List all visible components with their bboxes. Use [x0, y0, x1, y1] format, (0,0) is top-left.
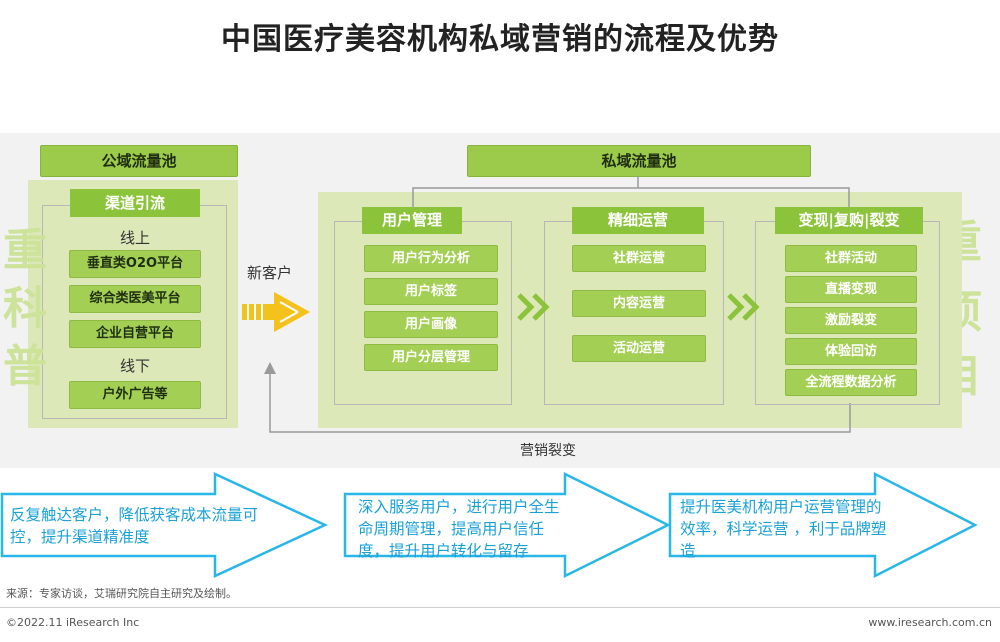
gold-arrow-icon — [242, 292, 310, 332]
new-customer-label: 新客户 — [247, 264, 293, 282]
offline-label: 线下 — [119, 357, 150, 375]
item-experience-revisit: 体验回访 — [785, 338, 917, 365]
item-event-operation: 活动运营 — [572, 335, 706, 362]
copyright: ©2022.11 iResearch Inc — [6, 616, 140, 629]
double-chevron-icon — [727, 293, 760, 321]
side-left-char-3: 普 — [3, 341, 47, 392]
item-full-process-analytics: 全流程数据分析 — [785, 369, 917, 396]
item-community-activity: 社群活动 — [785, 245, 917, 272]
online-label: 线上 — [119, 229, 150, 247]
item-user-tags: 用户标签 — [364, 278, 498, 305]
online-item-self-platform: 企业自营平台 — [69, 320, 201, 348]
side-left-char-2: 科 — [3, 283, 47, 334]
benefit-text-1: 反复触达客户，降低获客成本流量可控，提升渠道精准度 — [10, 506, 259, 546]
item-content-operation: 内容运营 — [572, 290, 706, 317]
channel-header: 渠道引流 — [70, 189, 200, 217]
user-management-header: 用户管理 — [362, 207, 462, 234]
item-user-profile: 用户画像 — [364, 311, 498, 338]
double-chevron-icon — [517, 293, 550, 321]
website-link[interactable]: www.iresearch.com.cn — [868, 616, 992, 629]
side-left-char-1: 重 — [3, 225, 47, 276]
benefit-text-2: 深入服务用户，进行用户全生命周期管理，提高用户信任度，提升用户转化与留存 — [358, 498, 560, 560]
footer-divider — [0, 607, 1000, 608]
feedback-label: 营销裂变 — [520, 443, 576, 459]
item-user-behavior-analysis: 用户行为分析 — [364, 245, 498, 272]
item-community-operation: 社群运营 — [572, 245, 706, 272]
source-note: 来源：专家访谈，艾瑞研究院自主研究及绘制。 — [6, 587, 237, 600]
online-item-o2o: 垂直类O2O平台 — [69, 250, 201, 278]
item-incentive-fission: 激励裂变 — [785, 307, 917, 334]
fine-operation-header: 精细运营 — [572, 207, 704, 234]
online-item-aesthetic-platform: 综合类医美平台 — [69, 285, 201, 313]
private-pool-header: 私域流量池 — [467, 145, 811, 177]
offline-item-outdoor-ads: 户外广告等 — [69, 381, 201, 409]
benefit-arrows — [0, 471, 978, 579]
page-title: 中国医疗美容机构私域营销的流程及优势 — [221, 22, 779, 57]
monetization-header: 变现|复购|裂变 — [775, 207, 923, 234]
public-pool-header: 公域流量池 — [40, 145, 238, 177]
benefit-text-3: 提升医美机构用户运营管理的效率，科学运营 ，利于品牌塑造 — [680, 498, 887, 560]
item-user-segmentation: 用户分层管理 — [364, 344, 498, 371]
item-live-monetization: 直播变现 — [785, 276, 917, 303]
